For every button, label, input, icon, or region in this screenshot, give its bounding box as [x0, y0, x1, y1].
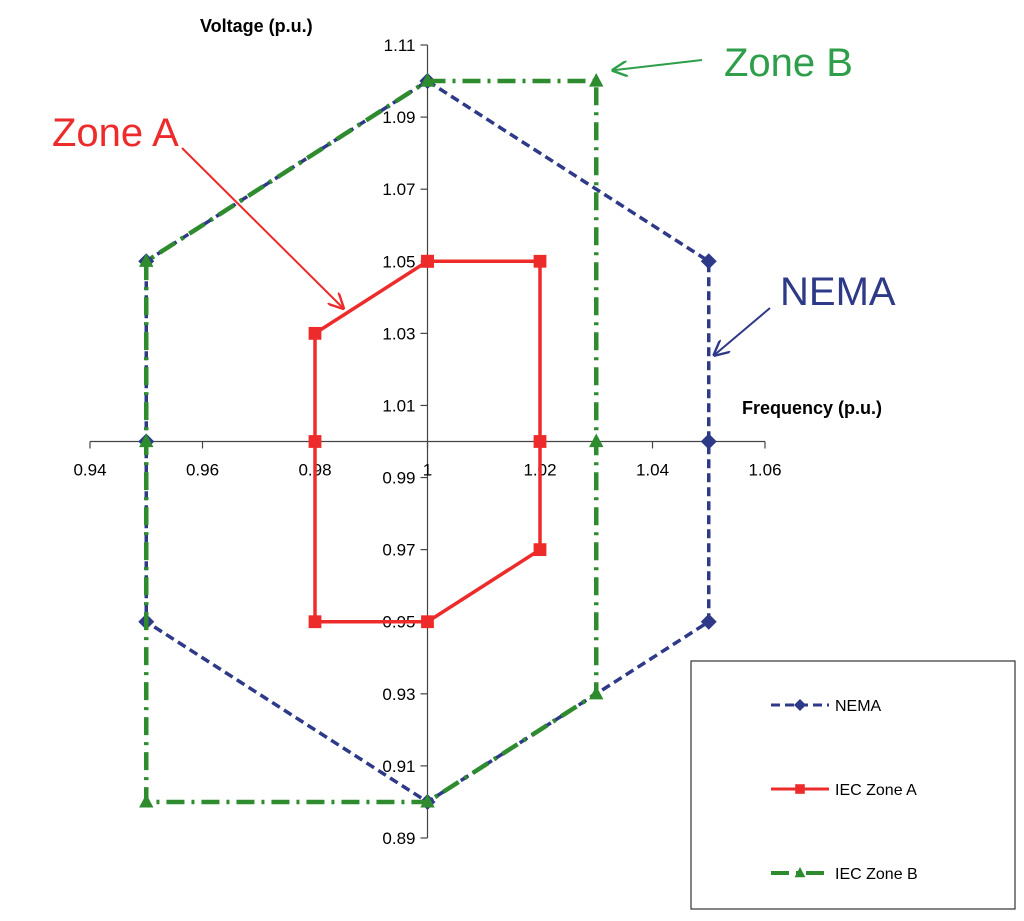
data-point: [700, 253, 717, 270]
annotation-arrow: [181, 147, 343, 308]
data-point: [700, 613, 717, 630]
data-point: [533, 543, 547, 557]
y-tick-label: 1.07: [382, 180, 415, 199]
data-point: [700, 433, 717, 450]
data-point: [308, 435, 322, 448]
data-point: [308, 326, 322, 340]
x-tick-label: 1.04: [636, 461, 669, 480]
y-tick-label: 0.99: [382, 469, 415, 488]
series-iec-zone-a: [308, 254, 547, 629]
data-point: [139, 433, 154, 448]
legend-swatch-marker: [795, 784, 805, 794]
legend-swatch-marker: [794, 699, 806, 711]
annotation-arrow: [714, 307, 771, 355]
x-tick-label: 1.06: [748, 461, 781, 480]
data-point: [308, 615, 322, 629]
legend-entry: IEC Zone B: [771, 866, 918, 883]
x-tick-label: 0.96: [186, 461, 219, 480]
y-tick-label: 1.01: [382, 396, 415, 415]
data-point: [533, 254, 547, 268]
legend-label: IEC Zone B: [835, 866, 918, 883]
x-tick-label: 0.94: [73, 461, 106, 480]
y-tick-label: 0.93: [382, 685, 415, 704]
y-tick-label: 0.89: [382, 829, 415, 848]
data-point: [533, 435, 547, 448]
data-point: [420, 793, 435, 808]
annotations: Zone A Zone B NEMA: [52, 41, 896, 355]
annotation-label: Zone A: [52, 111, 179, 155]
series-iec-zone-b: [139, 73, 604, 808]
data-point: [139, 253, 154, 267]
data-point: [421, 615, 434, 629]
y-tick-label: 1.05: [382, 252, 415, 271]
data-point: [420, 73, 435, 87]
legend-label: IEC Zone A: [835, 782, 917, 799]
y-axis-title: Voltage (p.u.): [200, 16, 313, 36]
x-tick-label: 1: [423, 461, 432, 480]
y-tick-label: 0.91: [382, 757, 415, 776]
axes: [89, 44, 766, 839]
annotation-arrow: [613, 59, 703, 70]
data-point: [589, 685, 604, 700]
y-tick-label: 1.11: [384, 36, 416, 55]
data-point: [589, 433, 604, 448]
data-point: [421, 254, 434, 268]
y-tick-label: 0.97: [382, 541, 415, 560]
legend-swatch-marker: [794, 867, 806, 878]
legend-entry: IEC Zone A: [771, 782, 917, 799]
legend-label: NEMA: [835, 698, 882, 715]
legend-entry: NEMA: [771, 698, 882, 715]
legend: NEMA IEC Zone A IEC Zone B: [690, 660, 1016, 910]
legend-box: [690, 660, 1016, 910]
annotation-label: NEMA: [780, 270, 896, 314]
y-tick-label: 1.03: [382, 324, 415, 343]
series-group: [138, 73, 717, 810]
data-point: [139, 793, 154, 808]
y-tick-label: 1.09: [382, 108, 415, 127]
data-point: [589, 73, 604, 87]
annotation-label: Zone B: [724, 41, 853, 85]
x-axis-title: Frequency (p.u.): [742, 398, 882, 418]
